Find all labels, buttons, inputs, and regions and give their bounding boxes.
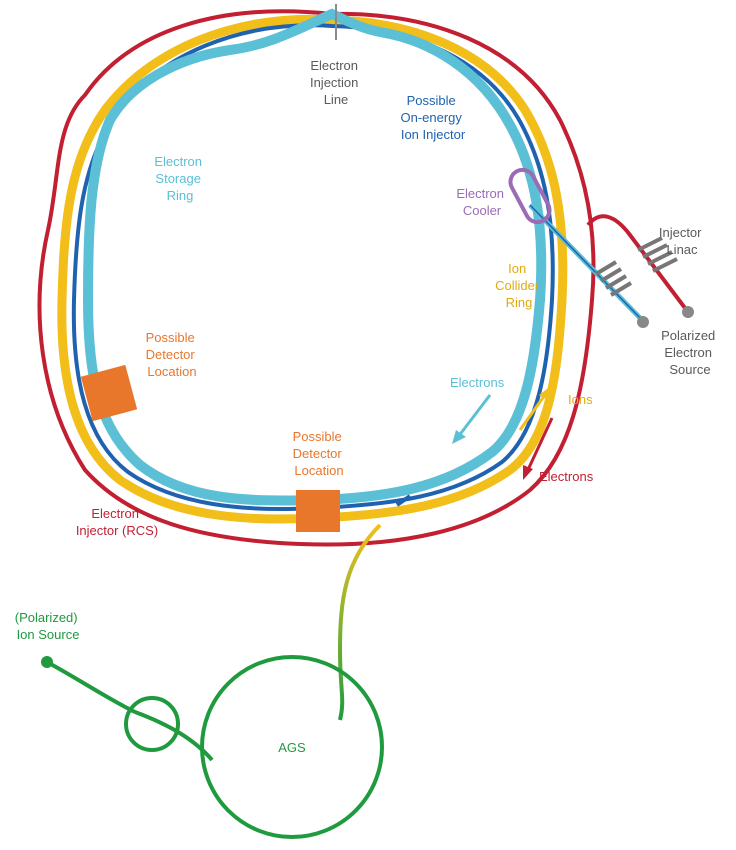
electrons-arrow-outer bbox=[523, 417, 554, 480]
electrons-arrow-inner bbox=[452, 394, 492, 444]
ions-label: Ions bbox=[568, 392, 593, 407]
detector-left bbox=[80, 364, 138, 422]
ion-collider-ring-label: Ion Collider Ring bbox=[495, 261, 543, 310]
booster-ring bbox=[124, 696, 180, 752]
on-energy-ion-injector-label: Possible On-energy Ion Injector bbox=[400, 93, 465, 142]
ags-ring bbox=[200, 655, 384, 839]
rcs-ring bbox=[37, 9, 596, 547]
polarized-electron-source-node bbox=[682, 306, 694, 318]
linac-coil bbox=[637, 236, 678, 273]
electrons-inner-label: Electrons bbox=[450, 375, 505, 390]
electron-injector-rcs-label: Electron Injector (RCS) bbox=[76, 506, 158, 538]
polarized-electron-source-label: Polarized Electron Source bbox=[661, 328, 719, 377]
electron-injection-line-label: Electron Injection Line bbox=[310, 58, 362, 107]
electron-cooler bbox=[508, 167, 552, 225]
electron-storage-ring-label: Electron Storage Ring bbox=[154, 154, 205, 203]
detector-bottom-label: Possible Detector Location bbox=[293, 429, 346, 478]
ags-label: AGS bbox=[278, 740, 306, 755]
injector-linac-line bbox=[586, 214, 690, 314]
electron-cooler-label: Electron Cooler bbox=[456, 186, 507, 218]
ion-source-label: (Polarized) Ion Source bbox=[15, 610, 81, 642]
electrons-outer-label: Electrons bbox=[539, 469, 594, 484]
detector-left-label: Possible Detector Location bbox=[146, 330, 199, 379]
ion-injector-source-node bbox=[637, 316, 649, 328]
detector-bottom bbox=[296, 490, 340, 532]
ion-source-line bbox=[46, 660, 214, 762]
ions-arrow bbox=[518, 386, 551, 431]
ion-source-node bbox=[41, 656, 53, 668]
ags-transfer-line bbox=[337, 523, 382, 721]
cooler-coil bbox=[594, 260, 633, 297]
injector-linac-label: Injector Linac bbox=[659, 225, 705, 257]
